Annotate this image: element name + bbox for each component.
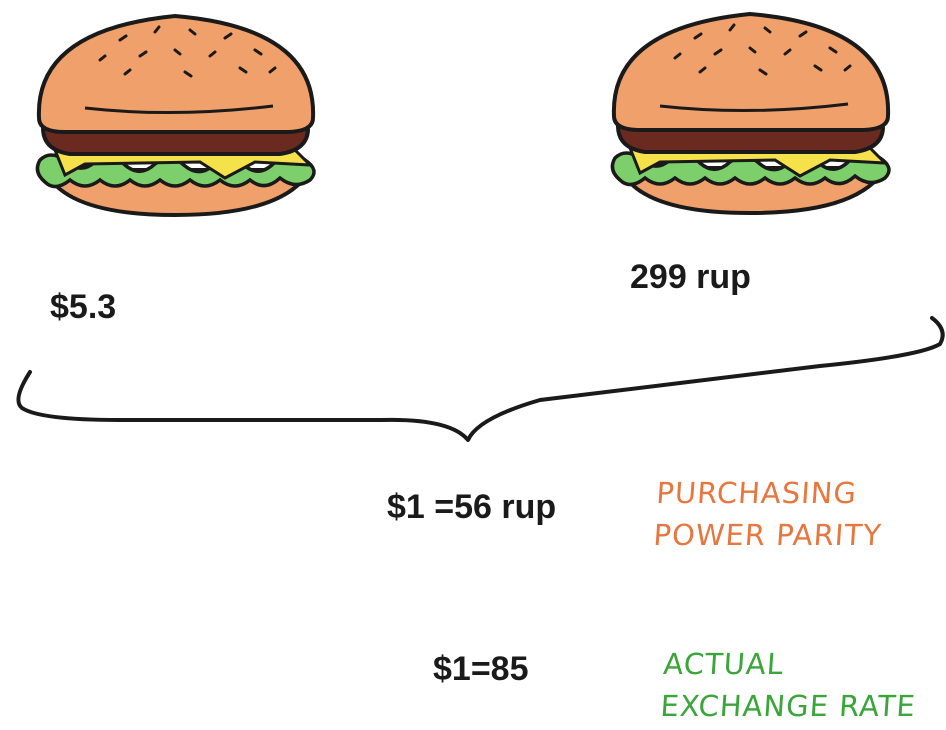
ppp-label-line1: PURCHASING [655, 472, 886, 514]
hamburger-icon [25, 10, 325, 220]
actual-label-line1: ACTUAL [662, 643, 920, 685]
actual-rate: $1=85 [433, 650, 529, 689]
ppp-rate: $1 =56 rup [387, 488, 556, 527]
hamburger-icon [600, 8, 900, 218]
right-price: 299 rup [630, 258, 751, 297]
ppp-label: PURCHASING POWER PARITY [652, 472, 886, 556]
ppp-label-line2: POWER PARITY [652, 514, 883, 556]
hamburger-drawing [37, 16, 314, 215]
actual-label-line2: EXCHANGE RATE [659, 685, 917, 727]
curly-brace [0, 300, 946, 450]
hamburger-drawing [612, 14, 889, 213]
actual-label: ACTUAL EXCHANGE RATE [659, 643, 920, 727]
